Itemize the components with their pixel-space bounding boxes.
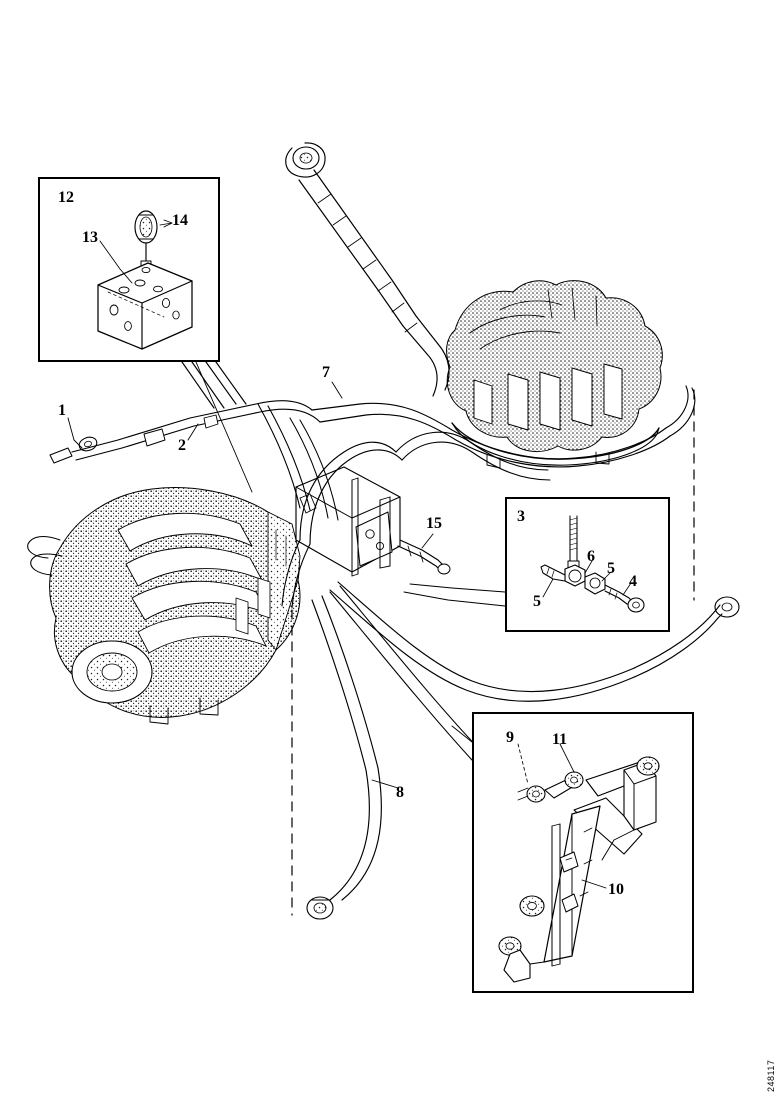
tube-run-item-7 [281, 431, 551, 609]
detail-box-3 [505, 497, 670, 632]
section-reference-lines [291, 389, 695, 916]
dipstick-filler-tube [285, 142, 450, 397]
callout-5-lower: 5 [533, 593, 541, 610]
callout-12: 12 [58, 189, 74, 206]
hose-to-bracket-detail [329, 585, 483, 761]
engine-assembly-upper [446, 280, 663, 469]
callout-14: 14 [172, 212, 188, 229]
callout-9: 9 [506, 729, 514, 746]
detail-box-12 [38, 177, 220, 362]
callout-3: 3 [517, 508, 525, 525]
fitting-assembly-illustration [540, 515, 645, 613]
fitting-cluster-on-machine [397, 539, 451, 575]
callout-11: 11 [552, 731, 568, 748]
callout-15: 15 [426, 515, 442, 532]
callout-leaders [67, 361, 506, 789]
callout-1: 1 [58, 402, 66, 419]
callout-13: 13 [82, 229, 98, 246]
callout-6: 6 [587, 548, 595, 565]
valve-block-illustration [97, 210, 193, 350]
guide-rod [351, 477, 359, 577]
tube-run-item-1-2 [49, 385, 696, 468]
callout-4: 4 [629, 573, 637, 590]
callout-5-upper: 5 [607, 560, 615, 577]
hose-bundle-from-valve-block [181, 361, 247, 409]
detail-box-9 [472, 712, 694, 993]
callout-2: 2 [178, 437, 186, 454]
callout-7: 7 [322, 364, 330, 381]
tube-run-item-8 [306, 595, 382, 920]
mounting-bracket-illustration [498, 743, 660, 983]
transmission-assembly-lower [27, 487, 301, 725]
drawing-number: 248117 [766, 1059, 776, 1092]
lower-right-hose-run [329, 581, 740, 702]
hose-pair-to-transmission [257, 403, 339, 521]
callout-10: 10 [608, 881, 624, 898]
callout-8: 8 [396, 784, 404, 801]
